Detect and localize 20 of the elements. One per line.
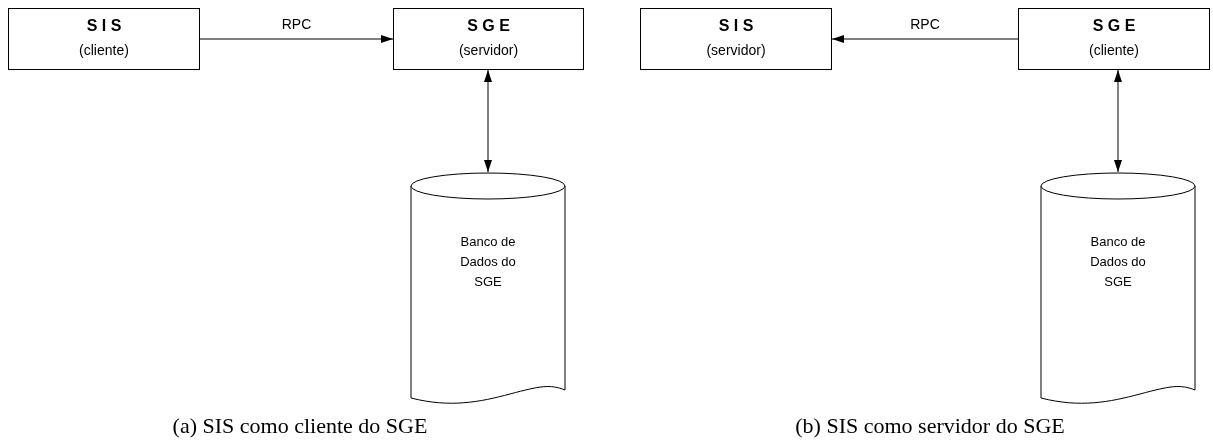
figure-caption: (a) SIS como cliente do SGE [172, 415, 428, 437]
figure-caption: (b) SIS como servidor do SGE [795, 415, 1065, 437]
box-subtitle: (servidor) [458, 41, 519, 60]
box-subtitle: (cliente) [79, 41, 129, 60]
box-title: S I S [718, 16, 754, 36]
box-subtitle: (cliente) [1089, 41, 1139, 60]
process-box [393, 8, 584, 70]
process-box [8, 8, 200, 70]
arrow [484, 69, 492, 173]
database-label: Banco de Dados do SGE [459, 233, 517, 291]
box-title: S G E [1092, 16, 1136, 36]
process-box [640, 8, 832, 70]
box-title: S I S [86, 16, 122, 36]
arrow [199, 35, 394, 43]
database-label: Banco de Dados do SGE [1089, 233, 1147, 291]
box-title: S G E [467, 16, 510, 36]
process-box [1018, 8, 1210, 70]
arrow [831, 35, 1019, 43]
box-subtitle: (servidor) [706, 41, 766, 60]
arrow [1114, 69, 1122, 173]
